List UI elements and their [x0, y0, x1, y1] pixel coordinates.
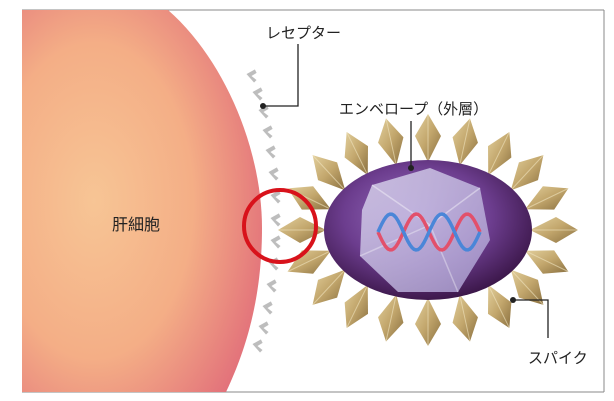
- capsid: [360, 168, 490, 292]
- receptor: [251, 86, 264, 102]
- spike-ridge: [346, 131, 368, 174]
- capsid-facet-line: [359, 224, 431, 257]
- receptor: [261, 300, 274, 316]
- receptor-label: レセプター: [266, 24, 342, 42]
- binding-site-highlight: [242, 188, 318, 264]
- spike-ridge: [385, 118, 397, 164]
- receptor: [257, 320, 270, 336]
- receptor: [265, 278, 278, 294]
- receptor: [267, 166, 280, 182]
- envelope-leader-dot: [408, 165, 414, 171]
- dna-strand-blue: [376, 212, 482, 252]
- receptor: [245, 68, 258, 84]
- spike-label: スパイク: [528, 349, 588, 367]
- spike-ridge: [526, 251, 569, 273]
- receptor: [261, 124, 274, 140]
- receptor-leader-dot: [260, 103, 266, 109]
- spike-group: [278, 114, 578, 346]
- spike-ridge: [312, 270, 345, 306]
- liver-cell-label: 肝細胞: [112, 215, 161, 234]
- spike-ridge: [346, 286, 368, 329]
- spike-ridge: [312, 154, 345, 190]
- spike-ridge: [526, 187, 569, 209]
- receptor: [257, 104, 270, 120]
- receptor: [269, 212, 282, 228]
- spike-ridge: [287, 251, 330, 273]
- spike-ridge: [511, 270, 544, 306]
- receptor-leader-line: [263, 44, 299, 107]
- envelope-label: エンベロープ（外層）: [339, 100, 489, 118]
- spike-leader-line: [513, 299, 549, 338]
- capsid-facet-line: [371, 184, 481, 226]
- receptor: [269, 234, 282, 250]
- spike-ridge: [488, 286, 510, 329]
- spike-ridge: [459, 118, 471, 164]
- receptor: [251, 338, 264, 354]
- capsid-facet-line: [429, 224, 459, 293]
- spike-ridge: [488, 131, 510, 174]
- spike-ridge: [459, 296, 471, 342]
- receptor: [264, 144, 277, 160]
- spike-ridge: [511, 154, 544, 190]
- spike-ridge: [385, 296, 397, 342]
- spike-leader-dot: [510, 297, 516, 303]
- liver-cell: [22, 10, 262, 392]
